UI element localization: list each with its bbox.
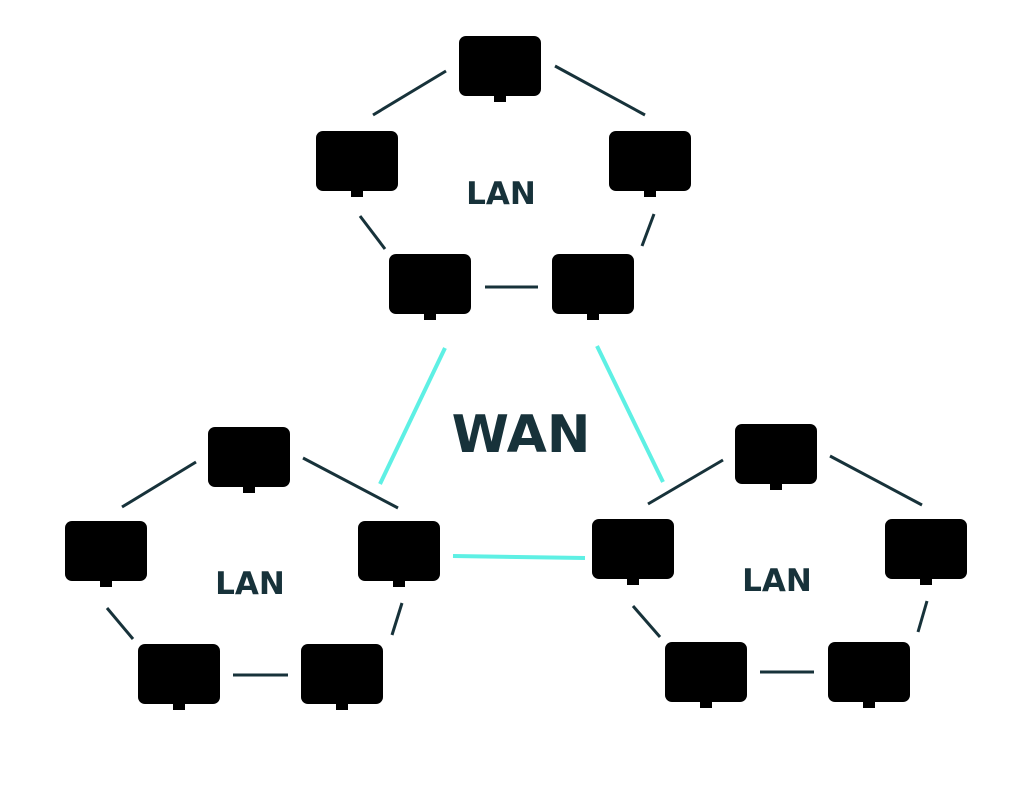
lan-label: LAN <box>466 176 536 212</box>
lan-left-cluster: LAN <box>65 427 440 711</box>
wan-label: WAN <box>452 405 591 465</box>
lan-links <box>105 64 929 677</box>
computer-monitor-icon <box>389 254 471 321</box>
lan-link <box>372 69 447 117</box>
lan-link <box>631 605 662 638</box>
lan-label: LAN <box>742 563 812 599</box>
wan-link <box>595 345 665 483</box>
computer-monitor-icon <box>592 519 674 586</box>
lan-link <box>302 456 399 510</box>
lan-link <box>390 602 404 636</box>
computer-monitor-icon <box>552 254 634 321</box>
computer-monitor-icon <box>65 521 147 588</box>
lan-top-cluster: LAN <box>316 36 691 321</box>
computer-monitor-icon <box>735 424 817 491</box>
computer-monitor-icon <box>301 644 383 711</box>
lan-link <box>640 213 656 247</box>
computer-monitor-icon <box>885 519 967 586</box>
computer-monitor-icon <box>828 642 910 709</box>
wan-links <box>378 345 665 560</box>
wan-link <box>378 347 447 485</box>
computer-monitor-icon <box>138 644 220 711</box>
computer-monitor-icon <box>358 521 440 588</box>
lan-link <box>358 215 387 250</box>
computer-monitor-icon <box>459 36 541 103</box>
lan-link <box>105 607 135 640</box>
lan-right-cluster: LAN <box>592 424 967 709</box>
lan-link <box>647 458 724 506</box>
wan-link <box>452 554 586 560</box>
computer-monitor-icon <box>665 642 747 709</box>
lan-link <box>829 454 923 507</box>
lan-link <box>121 460 197 509</box>
lan-label: LAN <box>215 566 285 602</box>
computer-monitor-icon <box>316 131 398 198</box>
computer-monitor-icon <box>208 427 290 494</box>
computer-monitor-icon <box>609 131 691 198</box>
lan-link <box>554 64 646 117</box>
lan-link <box>916 600 929 633</box>
